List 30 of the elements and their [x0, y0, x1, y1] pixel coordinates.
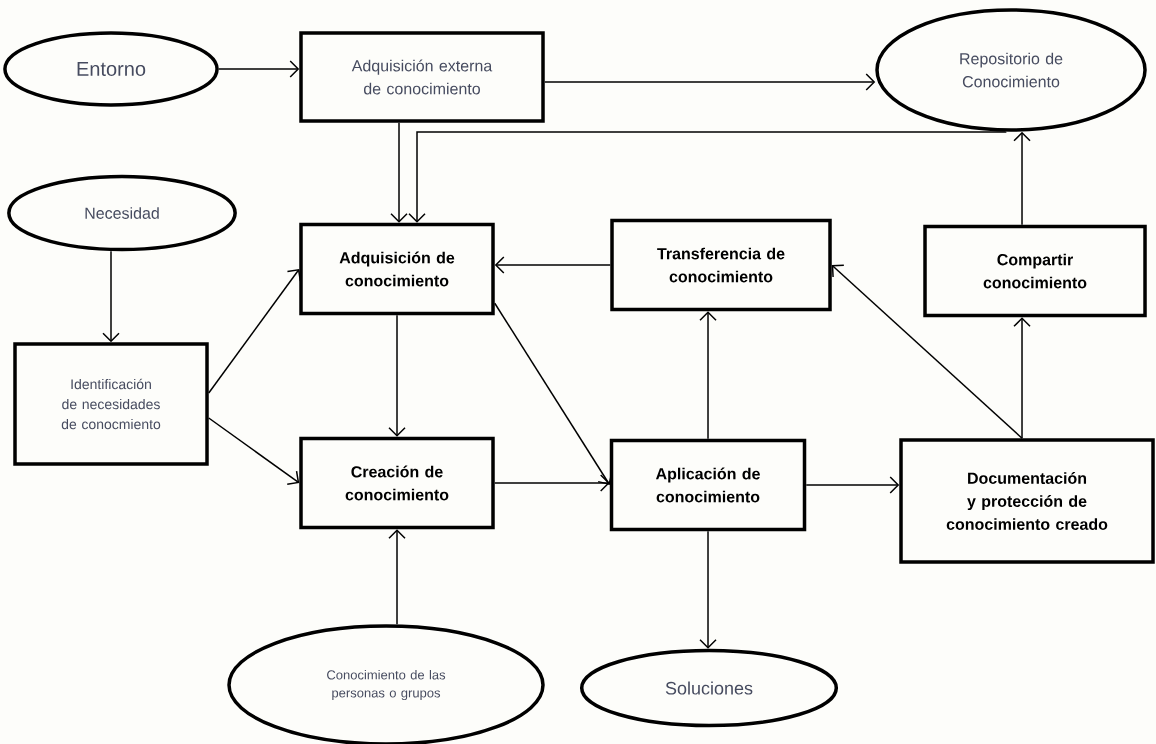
process-box: Documentación y protección de conocimiento creado	[899, 438, 1155, 564]
process-box: Identificación de necesidades de conocmiento	[13, 342, 209, 466]
process-box: Transferencia de conocimiento	[610, 218, 832, 312]
process-box: Aplicación de conocimiento	[609, 438, 807, 532]
arrow	[805, 476, 900, 494]
process-box: Creación de conocimiento	[299, 436, 495, 530]
process-box: Adquisición externa de conocimiento	[299, 31, 545, 123]
arrow	[218, 60, 300, 78]
arrow	[102, 250, 120, 343]
arrow	[1013, 131, 1031, 226]
arrow	[388, 529, 406, 625]
ellipse-node: Repositorio de Conocimiento	[875, 8, 1147, 132]
ellipse-node: Entorno	[3, 31, 219, 107]
arrow	[390, 122, 408, 223]
arrow	[544, 73, 876, 91]
arrow	[388, 314, 406, 437]
arrow	[494, 256, 611, 274]
process-box: Adquisición de conocimiento	[299, 222, 495, 316]
ellipse-node: Soluciones	[580, 648, 839, 728]
arrow	[1013, 317, 1031, 439]
arrow	[699, 311, 717, 440]
arrow	[494, 302, 613, 485]
arrow	[408, 130, 1007, 223]
arrow	[208, 417, 300, 485]
ellipse-node: Necesidad	[7, 174, 237, 252]
arrow	[699, 530, 717, 649]
arrow	[831, 264, 1023, 439]
process-box: Compartir conocimiento	[923, 224, 1147, 318]
arrow	[208, 269, 302, 394]
arrow	[494, 474, 610, 492]
